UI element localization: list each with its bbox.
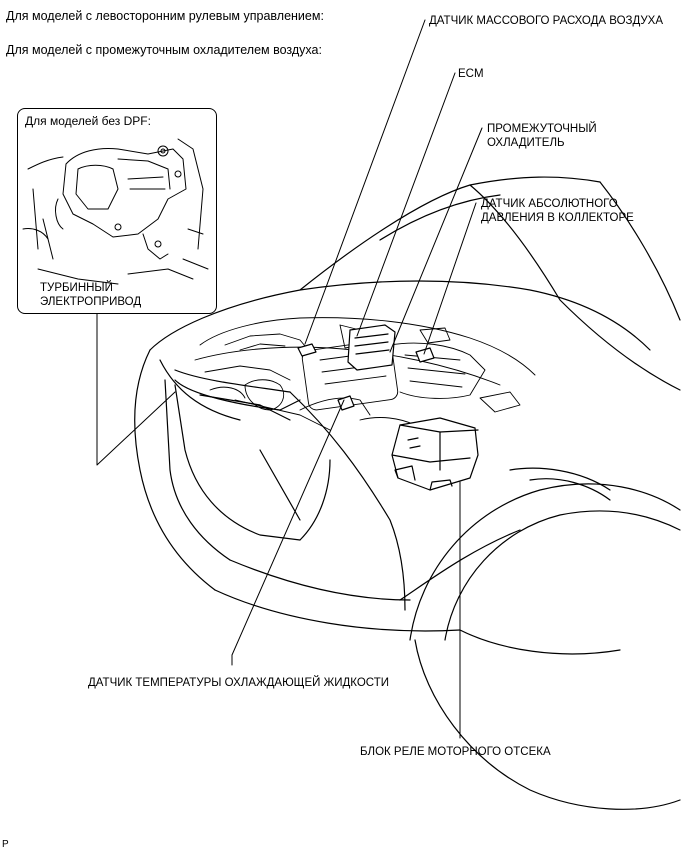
turbo-actuator-label-line2: ЭЛЕКТРОПРИВОД (40, 296, 142, 308)
label-coolant-temp-sensor: ДАТЧИК ТЕМПЕРАТУРЫ ОХЛАЖДАЮЩЕЙ ЖИДКОСТИ (88, 677, 389, 689)
label-ecm: ECM (458, 68, 484, 80)
turbo-actuator-label-line1: ТУРБИННЫЙ (40, 282, 113, 294)
label-engine-relay-block: БЛОК РЕЛЕ МОТОРНОГО ОТСЕКА (360, 746, 551, 758)
ecm-unit (347, 324, 396, 371)
label-intercooler-line2: ОХЛАДИТЕЛЬ (487, 137, 565, 149)
engine-compartment (194, 317, 536, 431)
header-note-intercooler: Для моделей с промежуточным охладителем … (6, 43, 322, 57)
relay-block-drawing (391, 417, 479, 491)
page-mark: P (2, 839, 9, 850)
inset-no-dpf: Для моделей без DPF: ТУРБИННЫЙ ЭЛЕКТРОПР… (17, 108, 217, 314)
maf-sensor-drawing (297, 343, 317, 357)
label-map-sensor-line2: ДАВЛЕНИЯ В КОЛЛЕКТОРЕ (481, 212, 634, 224)
label-map-sensor-line1: ДАТЧИК АБСОЛЮТНОГО (481, 198, 618, 210)
turbo-actuator-drawing (22, 138, 209, 285)
label-maf-sensor: ДАТЧИК МАССОВОГО РАСХОДА ВОЗДУХА (429, 15, 664, 27)
inset-title: Для моделей без DPF: (25, 114, 151, 128)
header-note-lhd: Для моделей с левосторонним рулевым упра… (6, 9, 324, 23)
label-intercooler-line1: ПРОМЕЖУТОЧНЫЙ (487, 123, 597, 135)
